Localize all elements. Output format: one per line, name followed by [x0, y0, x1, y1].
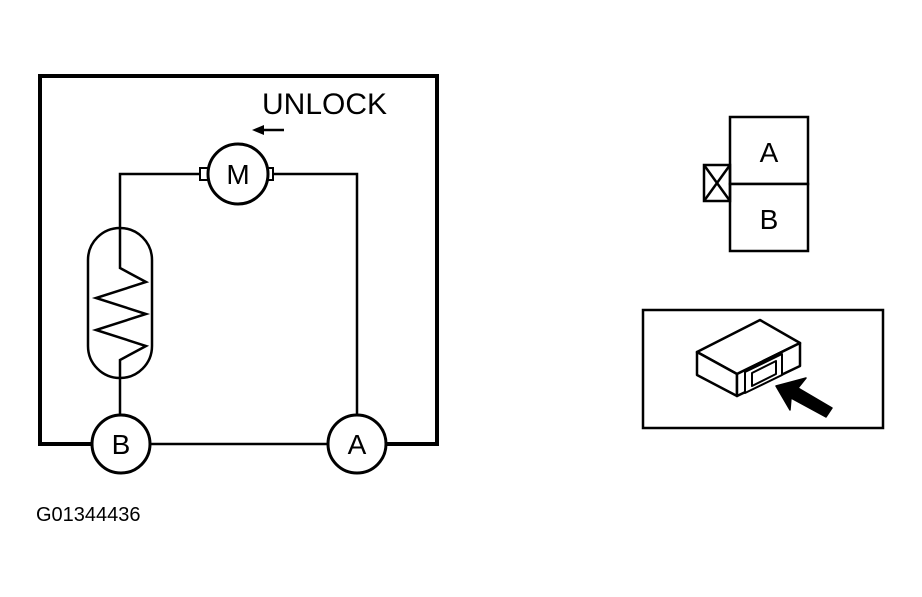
connector-pin-a-cell [728, 115, 810, 186]
terminal-b-circle [90, 413, 152, 475]
terminal-a: A [326, 413, 388, 475]
motor-label: M [226, 159, 249, 190]
figure-code: G01344436 [36, 504, 141, 526]
circuit-wiring [118, 172, 359, 446]
connector-pin-a-label: A [760, 137, 779, 168]
left-arrow-icon [252, 125, 284, 135]
circuit-frame [38, 74, 439, 446]
terminal-b-label: B [112, 429, 131, 460]
unlock-label: UNLOCK [262, 88, 387, 121]
connector-face: A B [702, 115, 810, 253]
terminal-a-circle [326, 413, 388, 475]
connector-pin-b-label: B [760, 204, 779, 235]
connector-latch-icon [702, 163, 732, 203]
module-box-icon [695, 318, 802, 398]
motor-symbol: M [199, 142, 274, 206]
pointer-arrow-icon [775, 377, 833, 418]
terminal-a-label: A [348, 429, 367, 460]
motor-circle [206, 142, 270, 206]
thermistor-element [86, 226, 154, 380]
connector-location-inset [641, 308, 885, 430]
terminal-b: B [90, 413, 152, 475]
connector-pin-b-cell [728, 182, 810, 253]
